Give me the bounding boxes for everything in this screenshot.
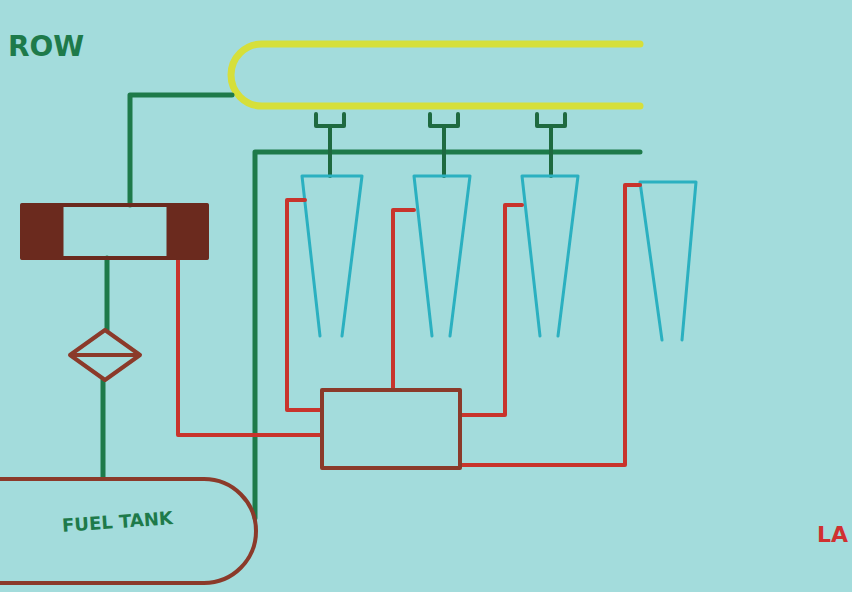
heading-fragment: ROW	[8, 30, 84, 63]
injector-connectors	[316, 114, 565, 176]
watermark: LA	[817, 522, 848, 547]
fuel-tank: FUEL TANK	[0, 476, 258, 586]
fuel-pump	[22, 205, 207, 258]
control-unit	[322, 390, 460, 468]
fuel-line	[103, 95, 232, 478]
injector	[302, 176, 696, 340]
return-line	[255, 152, 640, 518]
node-label: FUEL TANK	[61, 507, 173, 536]
control-wire	[178, 185, 640, 465]
fuel-filter	[70, 330, 140, 380]
fuel-rail	[231, 44, 640, 106]
